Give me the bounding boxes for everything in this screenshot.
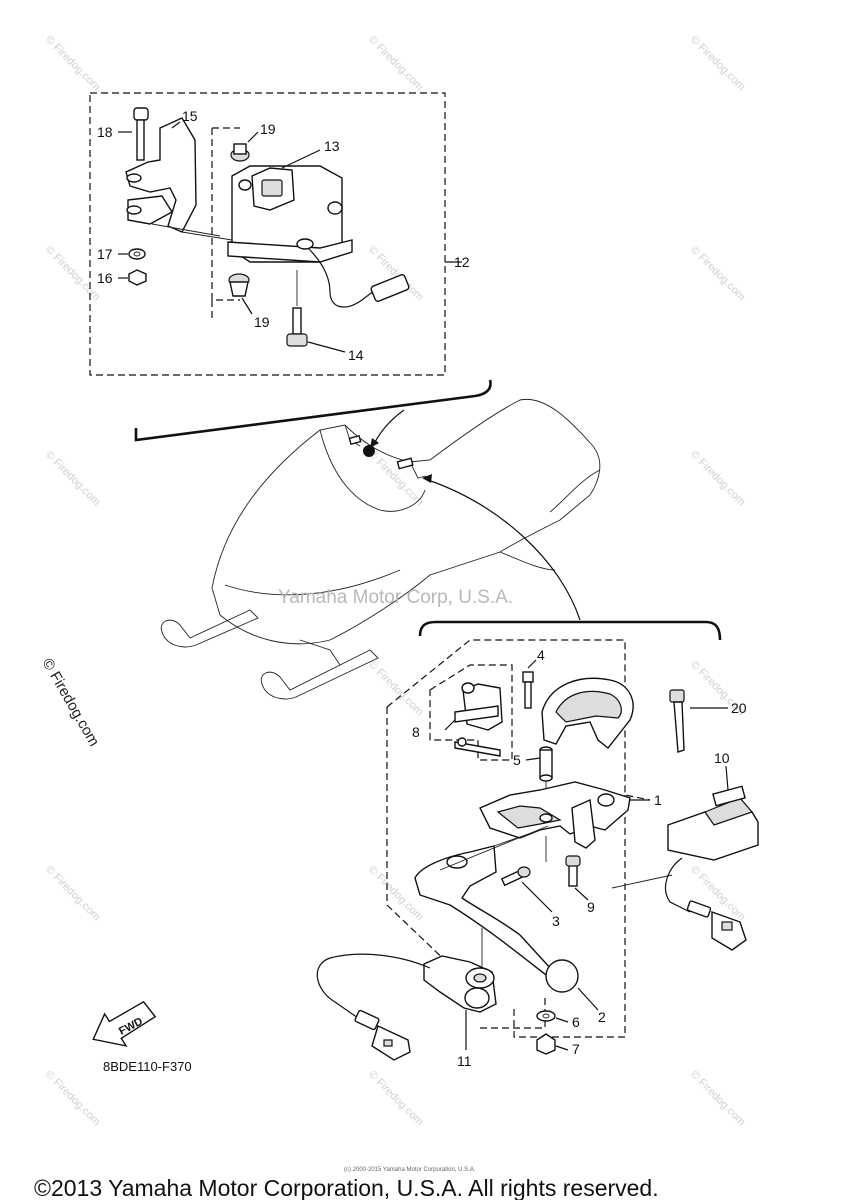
callout-16: 16 <box>97 270 113 286</box>
callout-5: 5 <box>513 752 521 768</box>
part-11-sensor <box>316 953 497 1061</box>
copyright-notice: ©2013 Yamaha Motor Corporation, U.S.A. A… <box>34 1175 659 1200</box>
part-3-screw <box>500 866 531 887</box>
snowmobile-outline <box>160 398 601 700</box>
part-7-nut <box>536 1033 556 1055</box>
callouts-bottom: 4 8 5 1 20 10 9 3 2 6 7 11 <box>412 647 747 1069</box>
fwd-arrow-icon: FWD <box>92 1000 157 1047</box>
callout-2: 2 <box>598 1009 606 1025</box>
watermark-center: Yamaha Motor Corp, U.S.A. <box>278 587 513 608</box>
callout-12: 12 <box>454 254 470 270</box>
watermark-tile: © Firedog.com <box>688 34 748 94</box>
callout-9: 9 <box>587 899 595 915</box>
tiny-copyright: (c) 2000-2015 Yamaha Motor Corporation, … <box>344 1167 476 1173</box>
part-13-control-unit <box>227 165 410 308</box>
part-4-bolt <box>522 671 534 709</box>
callout-19-top: 19 <box>260 121 276 137</box>
part-20-cable-tie <box>669 689 685 753</box>
watermark-tile: © Firedog.com <box>43 449 103 509</box>
watermark-tile: © Firedog.com <box>366 864 426 924</box>
part-2-lever <box>414 825 579 993</box>
part-5-collar <box>539 746 553 815</box>
part-1-housing <box>479 781 631 849</box>
watermark-tile: © Firedog.com <box>366 659 426 719</box>
assembly-12-box <box>89 92 462 376</box>
part-17-washer <box>128 248 146 260</box>
part-16-nut <box>128 269 147 286</box>
part-8-switch <box>454 682 503 757</box>
part-14-screw <box>286 270 308 347</box>
arrow-to-mount-top <box>373 409 405 445</box>
callout-3: 3 <box>552 913 560 929</box>
callout-10: 10 <box>714 750 730 766</box>
part-10-unit <box>665 785 759 951</box>
callout-6: 6 <box>572 1014 580 1030</box>
callout-15: 15 <box>182 108 198 124</box>
watermark-tile: © Firedog.com <box>688 1069 748 1129</box>
callout-1: 1 <box>654 792 662 808</box>
callout-17: 17 <box>97 246 113 262</box>
part-9-screw <box>565 855 581 887</box>
watermark-tile: © Firedog.com <box>43 244 103 304</box>
callout-18: 18 <box>97 124 113 140</box>
part-19-grommet-bottom <box>228 273 250 297</box>
part-6-washer <box>536 1010 556 1022</box>
callout-19-bottom: 19 <box>254 314 270 330</box>
top-bracket-curve <box>134 379 492 442</box>
watermark-tile: © Firedog.com <box>688 244 748 304</box>
part-15-bracket <box>125 117 197 233</box>
diagram-code: 8BDE110-F370 <box>103 1059 192 1074</box>
watermark-side: © Firedog.com <box>39 656 103 750</box>
part-cover <box>541 677 634 749</box>
part-18-bolt <box>133 107 149 161</box>
callouts-top: 18 15 19 13 17 16 19 14 12 <box>97 108 470 363</box>
watermark-tile: © Firedog.com <box>43 1069 103 1129</box>
watermark-tile: © Firedog.com <box>43 864 103 924</box>
watermark-tile: © Firedog.com <box>366 34 426 94</box>
watermark-tile: © Firedog.com <box>688 449 748 509</box>
callout-8: 8 <box>412 724 420 740</box>
arrow-to-mount-lever <box>427 479 581 621</box>
callout-13: 13 <box>324 138 340 154</box>
callout-14: 14 <box>348 347 364 363</box>
callout-7: 7 <box>572 1041 580 1057</box>
watermark-tile: © Firedog.com <box>43 34 103 94</box>
callout-11: 11 <box>457 1053 472 1069</box>
callout-4: 4 <box>537 647 545 663</box>
part-19-grommet-top <box>230 143 250 162</box>
callout-20: 20 <box>731 700 747 716</box>
watermark-tile: © Firedog.com <box>366 1069 426 1129</box>
bottom-bracket-curve <box>418 620 722 641</box>
